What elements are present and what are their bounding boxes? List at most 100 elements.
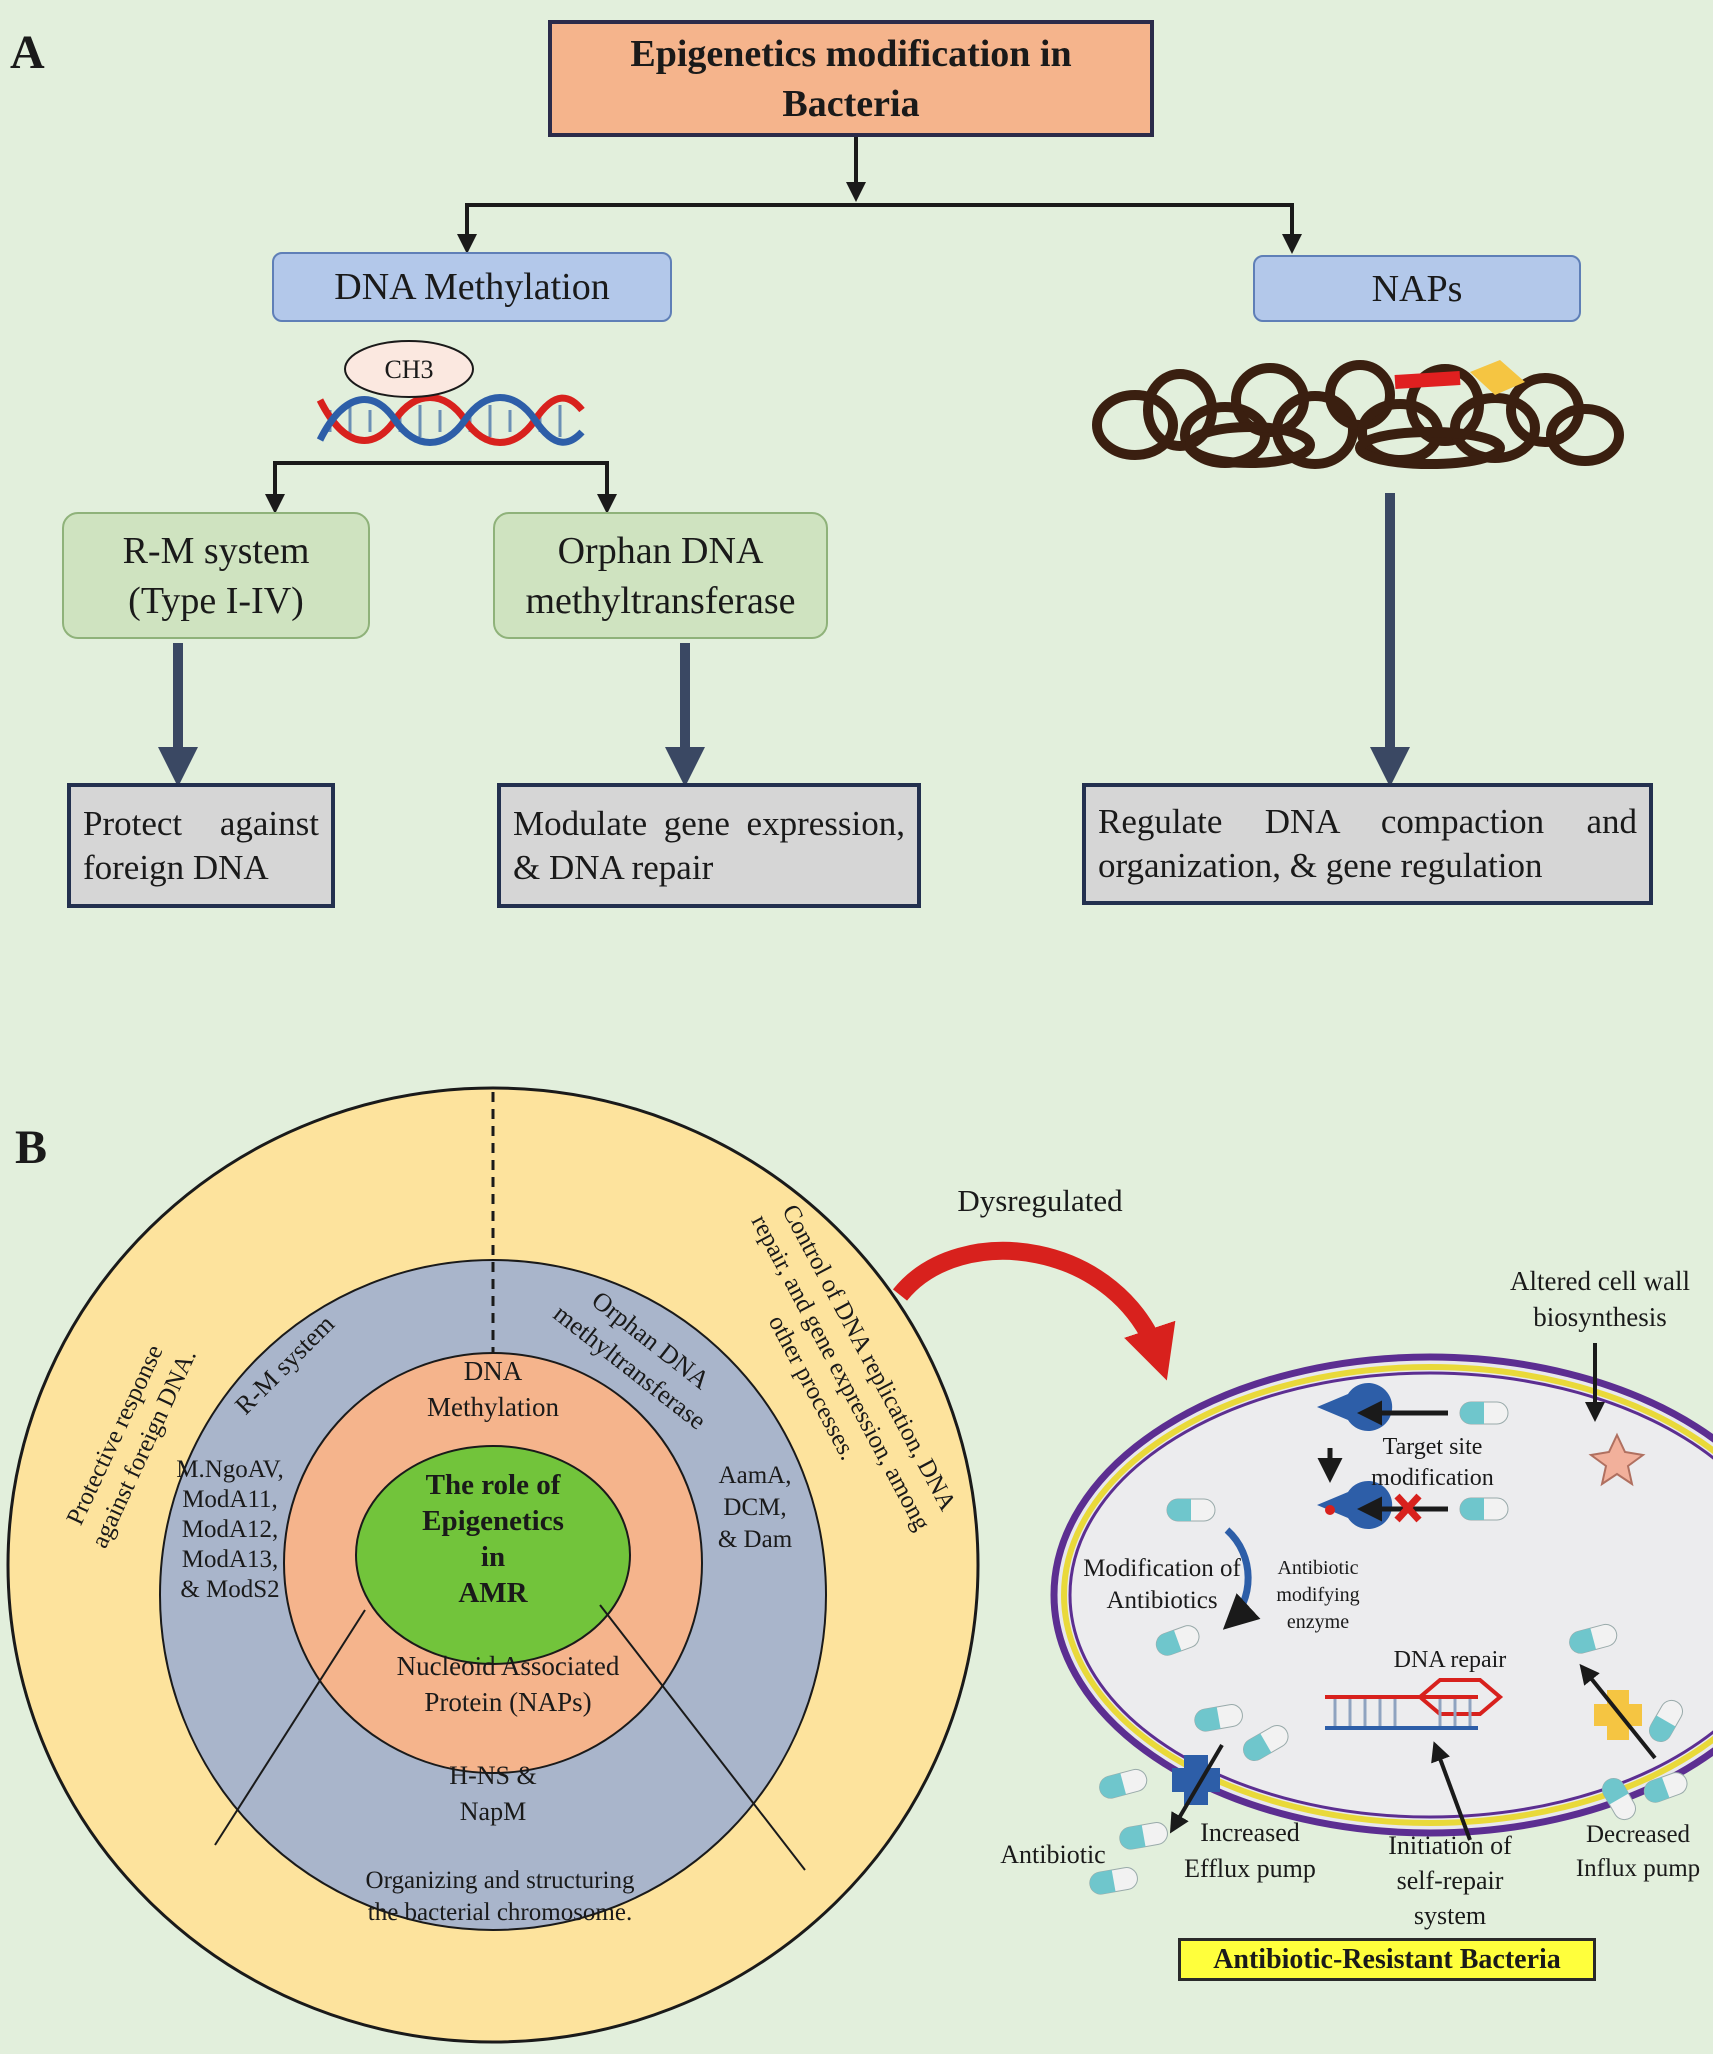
pill-icon [1459,1497,1509,1521]
dysregulated-arrow [892,1241,1176,1381]
modification-label: Modification of Antibiotics [1072,1553,1252,1617]
pill-icon [1649,1699,1683,1742]
resistant-bacteria-label: Antibiotic-Resistant Bacteria [1178,1938,1596,1981]
inner-naps-label: Nucleoid Associated Protein (NAPs) [343,1648,673,1720]
modulate-line: & DNA repair [513,847,714,887]
ch3-bubble [344,340,474,398]
target-site-line: modification [1371,1465,1494,1491]
outer-bottom-label: Organizing and structuring the bacterial… [300,1865,700,1929]
pill-icon [1569,1623,1618,1654]
rm-example-item: M.NgoAV, [176,1456,284,1483]
panel-label-a: A [10,26,45,79]
orphan-example-item: DCM, [723,1494,787,1521]
naps-box: NAPs [1253,255,1581,322]
center-line: The role of [425,1469,561,1501]
ch3-label: CH3 [384,355,434,384]
rm-system-line: (Type I-IV) [128,579,304,622]
enzyme-line: enzyme [1286,1611,1350,1633]
center-line: Epigenetics [422,1505,564,1537]
title-line: Epigenetics modification in [630,32,1072,75]
regulate-box: Regulate DNA compaction and organization… [1082,783,1653,905]
pill-icon [1155,1625,1200,1656]
pill-icon [1089,1867,1138,1895]
nap-example-item: H-NS & [449,1761,537,1790]
methylation-branch-connector [273,461,617,514]
outer-bottom-line: Organizing and structuring [365,1867,635,1894]
orphan-box: Orphan DNA methyltransferase [493,512,828,639]
influx-arrow [1579,1663,1657,1760]
initiation-line: Initiation of [1388,1831,1512,1860]
pill-icon [1602,1778,1636,1821]
center-label: The role of Epigenetics in AMR [383,1467,603,1611]
rm-system-line: R-M system [122,529,310,572]
panel-a-connectors [265,137,1302,514]
regulate-line: organization, & gene regulation [1098,846,1543,885]
target-site-line: Target site [1382,1434,1483,1460]
enzyme-label: Antibiotic modifying enzyme [1258,1555,1378,1636]
pill-icon [1194,1704,1243,1732]
inner-methylation-label: DNA Methylation [383,1353,603,1425]
panel-label-b: B [15,1121,48,1174]
center-circle [355,1445,631,1665]
influx-label: Decreased Influx pump [1563,1818,1713,1886]
orphan-line: Orphan DNA [557,529,764,572]
repair-arrow [1431,1741,1472,1841]
modification-arrow [1222,1527,1261,1630]
influx-line: Decreased [1585,1821,1691,1848]
rm-examples: M.NgoAV, ModA11, ModA12, ModA13, & ModS2 [160,1455,300,1605]
cell-wall [1061,1364,1713,1826]
nap-yellow-protein [1470,360,1525,395]
nap-example-item: NapM [459,1797,527,1826]
orphan-example-item: AamA, [718,1462,792,1489]
panel-a-big-arrows [158,493,1410,787]
dysregulated-label: Dysregulated [957,1183,1123,1218]
concentric-diagram [6,1086,980,2044]
pill-icon [1099,1768,1148,1799]
altered-wall-line: Altered cell wall [1510,1266,1690,1296]
protect-line: foreign DNA [83,847,269,887]
chromatin-icon [1092,360,1624,469]
rm-example-item: & ModS2 [180,1576,280,1603]
rm-example-item: ModA12, [181,1516,279,1543]
center-line: AMR [458,1577,528,1609]
efflux-line: Efflux pump [1184,1854,1316,1883]
altered-wall-label: Altered cell wall biosynthesis [1490,1263,1710,1335]
rm-example-item: ModA13, [181,1546,279,1573]
dna-repair-icon [1325,1678,1504,1730]
modulate-box: Modulate gene expression, & DNA repair [497,783,921,908]
branch-connector [465,203,1302,254]
orphan-example-item: & Dam [717,1526,793,1553]
target-site-enzymes [1317,1383,1448,1530]
title-box: Epigenetics modification in Bacteria [548,20,1154,137]
rm-system-box: R-M system (Type I-IV) [62,512,370,639]
target-site-label: Target site modification [1340,1432,1525,1494]
efflux-arrow [1169,1743,1224,1834]
efflux-line: Increased [1200,1818,1300,1847]
rm-example-item: ModA11, [182,1486,278,1513]
orphan-examples: AamA, DCM, & Dam [700,1460,810,1556]
inner-methylation-line: DNA [463,1356,523,1386]
inner-methylation-line: Methylation [427,1392,559,1422]
outer-bottom-line: the bacterial chromosome. [367,1899,633,1926]
antibiotic-pills [1089,1401,1688,1895]
blocked-icon [1394,1493,1422,1523]
inner-naps-line: Nucleoid Associated [396,1651,620,1681]
pill-icon [1166,1498,1216,1522]
dna-helix-icon [316,394,585,446]
nap-examples: H-NS & NapM [413,1758,573,1830]
initiation-label: Initiation of self-repair system [1360,1828,1540,1933]
modification-line: Modification of [1083,1555,1241,1582]
pill-icon [1459,1401,1509,1425]
modulate-line: Modulate gene expression, [513,803,905,843]
center-line: in [480,1541,506,1573]
dna-methylation-box: DNA Methylation [272,252,672,322]
modification-line: Antibiotics [1106,1587,1218,1614]
regulate-line: Regulate DNA compaction and [1098,802,1637,841]
inner-naps-line: Protein (NAPs) [424,1687,592,1717]
pill-icon [1119,1822,1168,1850]
enzyme-line: modifying [1276,1584,1360,1606]
altered-wall-line: biosynthesis [1533,1302,1667,1332]
divider-left [214,1609,366,1846]
nap-red-segment [1394,371,1461,389]
